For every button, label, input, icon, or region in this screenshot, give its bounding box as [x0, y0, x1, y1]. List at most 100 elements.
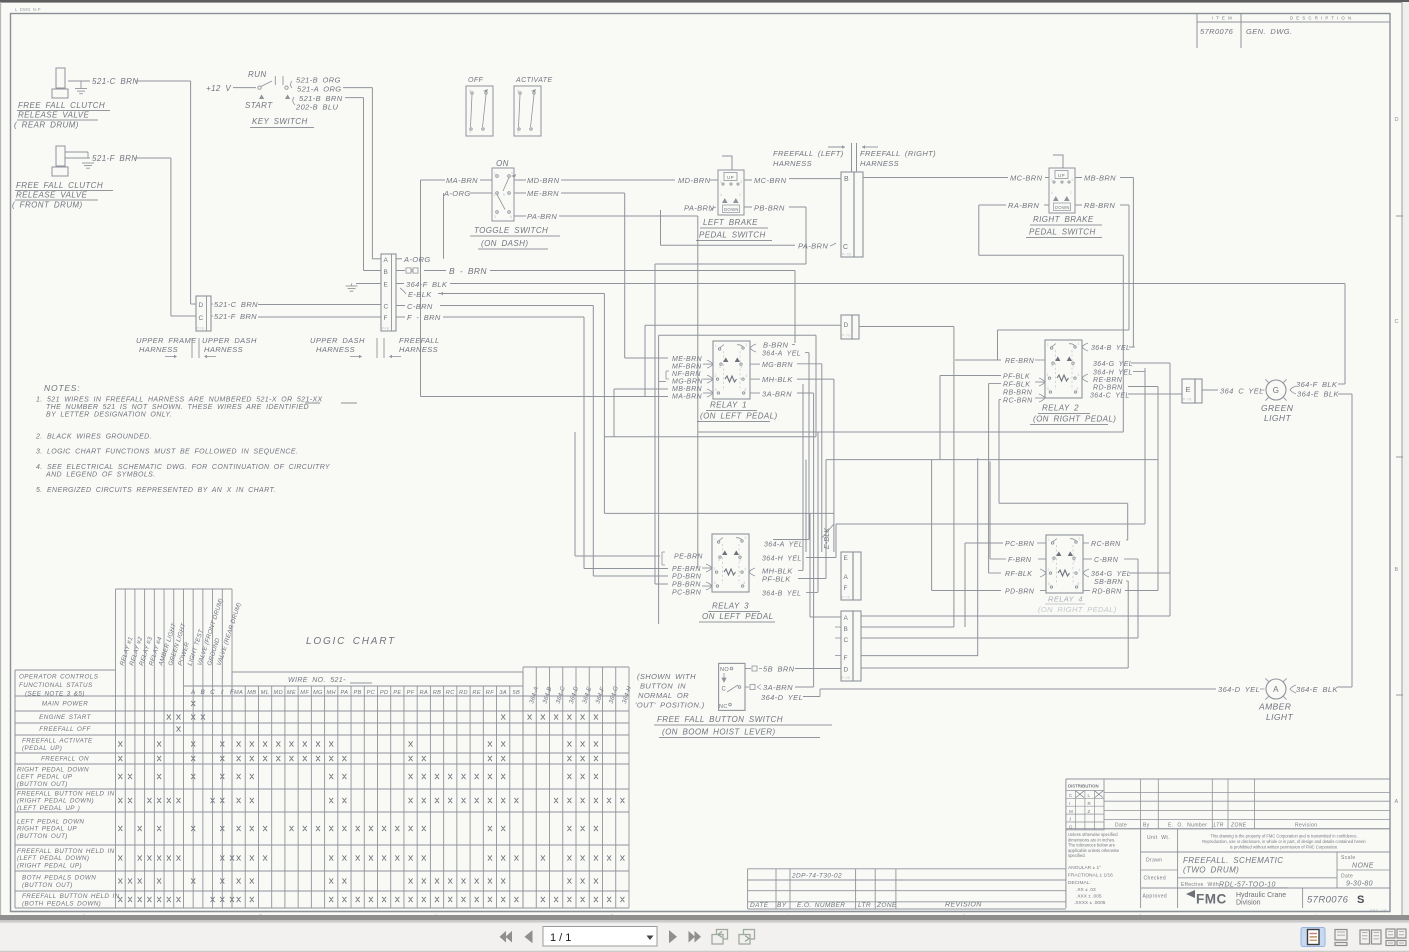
- svg-text:2: 2: [739, 193, 741, 197]
- svg-text:PB-BRN: PB-BRN: [672, 582, 701, 589]
- svg-text:FREE FALL BUTTON SWITCH: FREE FALL BUTTON SWITCH: [657, 715, 783, 724]
- svg-text:4: 4: [1073, 364, 1075, 368]
- svg-text:RUN: RUN: [248, 70, 267, 79]
- svg-text:4: 4: [1051, 191, 1053, 195]
- svg-text:8: 8: [1078, 582, 1080, 586]
- svg-text:RB-BRN: RB-BRN: [1003, 390, 1033, 397]
- svg-text:L: L: [1088, 793, 1091, 798]
- svg-text:MG: MG: [313, 690, 323, 696]
- svg-text:MB-BRN: MB-BRN: [1084, 174, 1116, 183]
- svg-text:MD-BRN: MD-BRN: [678, 176, 711, 185]
- svg-text:8: 8: [745, 388, 747, 392]
- svg-text:FUNCTIONAL STATUS: FUNCTIONAL STATUS: [19, 682, 93, 689]
- svg-text:RDL-57-TOO-10: RDL-57-TOO-10: [1219, 881, 1276, 888]
- svg-text:2: 2: [714, 567, 716, 571]
- svg-text:R: R: [1088, 801, 1092, 806]
- svg-text:PEDAL SWITCH: PEDAL SWITCH: [699, 231, 766, 240]
- svg-text:E.O. NUMBER: E.O. NUMBER: [797, 902, 845, 909]
- svg-text:364-H YEL: 364-H YEL: [1093, 370, 1133, 377]
- svg-text:( FRONT DRUM): ( FRONT DRUM): [12, 201, 83, 210]
- svg-text:P-7B: P-7B: [1183, 398, 1192, 402]
- svg-text:2: 2: [1070, 191, 1072, 195]
- svg-text:RC: RC: [446, 690, 455, 696]
- svg-text:202-B BLU: 202-B BLU: [295, 103, 338, 112]
- svg-text:F: F: [230, 689, 235, 696]
- svg-text:B: B: [1395, 567, 1399, 573]
- svg-text:521-C BRN: 521-C BRN: [214, 300, 258, 309]
- svg-text:3: 3: [1078, 342, 1080, 346]
- svg-text:C: C: [1395, 319, 1399, 325]
- svg-text:MH: MH: [326, 690, 336, 696]
- svg-text:5. ENERGIZED CIRCUITS REPRES: 5. ENERGIZED CIRCUITS REPRESENTED BY AN …: [36, 487, 276, 494]
- svg-text:LOGIC CHART: LOGIC CHART: [306, 636, 396, 647]
- svg-text:Hydraulic Crane: Hydraulic Crane: [1236, 892, 1286, 899]
- svg-text:OFF: OFF: [468, 77, 484, 84]
- svg-text:Checked: Checked: [1144, 876, 1167, 882]
- svg-text:RE-BRN: RE-BRN: [1005, 358, 1035, 365]
- svg-text:F - BRN: F - BRN: [407, 313, 441, 322]
- svg-text:NO: NO: [720, 667, 729, 673]
- svg-text:ZONE: ZONE: [876, 902, 897, 909]
- svg-text:1: 1: [715, 344, 717, 348]
- svg-text:(LEFT PEDAL DOWN): (LEFT PEDAL DOWN): [17, 855, 89, 862]
- svg-text:FREEFALL BUTTON HELD IN: FREEFALL BUTTON HELD IN: [22, 893, 120, 900]
- svg-text:BOTH PEDALS DOWN: BOTH PEDALS DOWN: [22, 875, 96, 882]
- svg-text:M: M: [1069, 809, 1073, 814]
- svg-text:DATE: DATE: [750, 902, 769, 909]
- svg-text:4: 4: [740, 558, 742, 562]
- svg-text:HARNESS: HARNESS: [204, 345, 243, 354]
- svg-text:364-E BLK: 364-E BLK: [1297, 390, 1339, 399]
- svg-text:3: 3: [718, 558, 720, 562]
- svg-text:FREEFALL: FREEFALL: [399, 336, 440, 345]
- svg-text:PEDAL SWITCH: PEDAL SWITCH: [1029, 228, 1096, 237]
- svg-text:ENGINE START: ENGINE START: [39, 714, 92, 721]
- svg-text:MC-BRN: MC-BRN: [1010, 174, 1043, 183]
- svg-text:C-BRN: C-BRN: [1094, 557, 1119, 564]
- svg-text:( REAR DRUM): ( REAR DRUM): [14, 121, 79, 130]
- svg-text:RIGHT PEDAL UP: RIGHT PEDAL UP: [17, 826, 77, 833]
- svg-text:F: F: [384, 315, 388, 322]
- svg-text:NC: NC: [719, 704, 728, 710]
- svg-text:P-1B: P-1B: [842, 676, 851, 680]
- svg-text:L DWG N-P: L DWG N-P: [15, 7, 41, 12]
- svg-text:C: C: [469, 130, 472, 134]
- svg-text:S: S: [1357, 894, 1365, 906]
- svg-text:E-BLK: E-BLK: [824, 528, 831, 549]
- svg-text:A: A: [844, 615, 849, 622]
- svg-text:4: 4: [1079, 568, 1081, 572]
- svg-text:Unless otherwise specified: Unless otherwise specified: [1068, 832, 1118, 837]
- svg-text:PC: PC: [367, 690, 376, 696]
- svg-text:GEN. DWG.: GEN. DWG.: [1246, 27, 1292, 36]
- svg-text:ME-BRN: ME-BRN: [527, 189, 559, 198]
- svg-text:0: 0: [517, 89, 519, 93]
- svg-text:(BUTTON OUT): (BUTTON OUT): [22, 882, 73, 889]
- svg-text:4: 4: [746, 374, 748, 378]
- svg-text:PC-BRN: PC-BRN: [1005, 541, 1035, 548]
- svg-text:PF-BLK: PF-BLK: [762, 575, 791, 584]
- svg-text:PA-BRN: PA-BRN: [527, 212, 557, 221]
- svg-text:DOWN: DOWN: [724, 207, 739, 212]
- svg-text:4: 4: [1078, 373, 1080, 377]
- svg-text:I: I: [1069, 801, 1071, 806]
- svg-text:3: 3: [1079, 537, 1081, 541]
- svg-text:LIGHT: LIGHT: [1264, 413, 1291, 423]
- svg-text:1: 1: [1051, 178, 1053, 182]
- svg-text:PD-BRN: PD-BRN: [1005, 589, 1035, 596]
- svg-text:Effective With:: Effective With:: [1181, 882, 1221, 888]
- svg-text:B-BRN: B-BRN: [763, 341, 789, 350]
- svg-text:E: E: [844, 555, 849, 562]
- svg-text:UPPER DASH: UPPER DASH: [202, 336, 257, 345]
- svg-text:ZONE: ZONE: [1230, 823, 1247, 829]
- svg-text:F-BRN: F-BRN: [1008, 557, 1032, 564]
- svg-text:3: 3: [745, 536, 747, 540]
- svg-text:AND LEGEND OF SYMBOLS.: AND LEGEND OF SYMBOLS.: [45, 472, 156, 479]
- svg-text:RIGHT BRAKE: RIGHT BRAKE: [1033, 215, 1094, 224]
- svg-text:4: 4: [511, 171, 513, 175]
- svg-text:364-G YEL: 364-G YEL: [1091, 571, 1131, 578]
- svg-text:UPPER FRAME: UPPER FRAME: [136, 336, 197, 345]
- svg-text:RE-BRN: RE-BRN: [1093, 377, 1123, 384]
- svg-text:FREEFALL (LEFT): FREEFALL (LEFT): [773, 149, 844, 158]
- svg-text:RA: RA: [420, 690, 429, 696]
- svg-text:MA: MA: [234, 690, 243, 696]
- svg-text:364-G YEL: 364-G YEL: [1093, 361, 1133, 368]
